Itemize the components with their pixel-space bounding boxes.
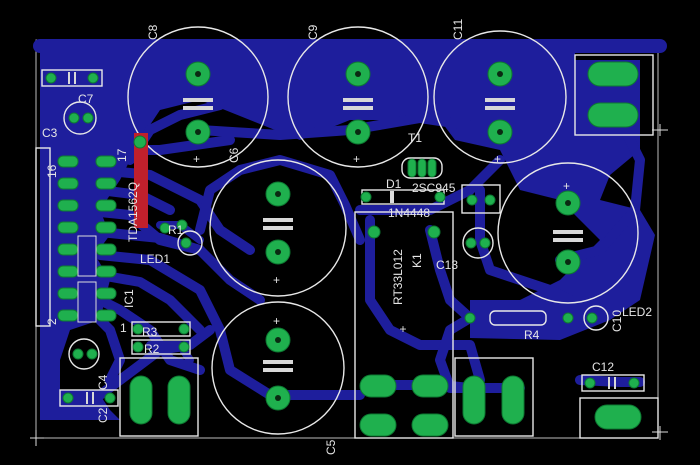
label-c3: C3	[42, 126, 58, 140]
label-r1: R1	[168, 223, 184, 237]
label-c5: C5	[324, 439, 338, 455]
large-pads	[185, 61, 581, 411]
label-c10: C10	[610, 310, 624, 332]
ic1-package	[35, 133, 148, 327]
label-c11: C11	[451, 19, 465, 40]
label-c8: C8	[146, 24, 160, 40]
label-c7: C7	[78, 92, 94, 106]
label-r4: R4	[524, 328, 540, 342]
silkscreen-labels: C8 C9 C11 C7 C3 C6 T1 D1 2SC945 1N4448 T…	[42, 19, 652, 455]
svg-text:+: +	[193, 152, 200, 166]
label-pin16: 16	[45, 164, 59, 178]
label-ic-part: TDA1562Q	[126, 182, 140, 242]
label-c6: C6	[227, 147, 241, 163]
label-pin1: 1	[120, 321, 127, 335]
label-r3: R3	[142, 325, 158, 339]
cap-symbols: + + + + + +	[183, 98, 583, 372]
relay-k1: +	[354, 211, 454, 439]
label-led2: LED2	[622, 305, 652, 319]
label-k1: K1	[410, 253, 424, 268]
electrolytic-caps	[127, 26, 639, 435]
corner-marks	[30, 124, 668, 446]
label-c2: C2	[96, 407, 110, 423]
svg-text:+: +	[399, 322, 406, 336]
label-d1-part: 1N4448	[388, 206, 430, 220]
label-led1: LED1	[140, 252, 170, 266]
label-c13: C13	[436, 258, 458, 272]
svg-text:+: +	[273, 314, 280, 328]
label-c9: C9	[306, 24, 320, 40]
svg-text:+: +	[563, 179, 570, 193]
label-relay: RT33L012	[391, 249, 405, 305]
label-c4: C4	[96, 374, 110, 390]
label-pin2: 2	[45, 318, 59, 325]
label-pin17: 17	[115, 148, 129, 162]
svg-text:+: +	[353, 152, 360, 166]
ic-heatsink-bar	[134, 133, 148, 228]
svg-text:+: +	[273, 273, 280, 287]
svg-text:+: +	[494, 152, 501, 166]
label-t1: T1	[408, 131, 422, 145]
small-components	[41, 69, 645, 407]
label-r2: R2	[144, 342, 160, 356]
connectors	[119, 54, 659, 439]
label-c12: C12	[592, 360, 614, 374]
label-t1-part: 2SC945	[412, 181, 456, 195]
ic1-pins	[57, 155, 117, 322]
label-d1: D1	[386, 177, 402, 191]
label-ic1: IC1	[122, 289, 136, 308]
